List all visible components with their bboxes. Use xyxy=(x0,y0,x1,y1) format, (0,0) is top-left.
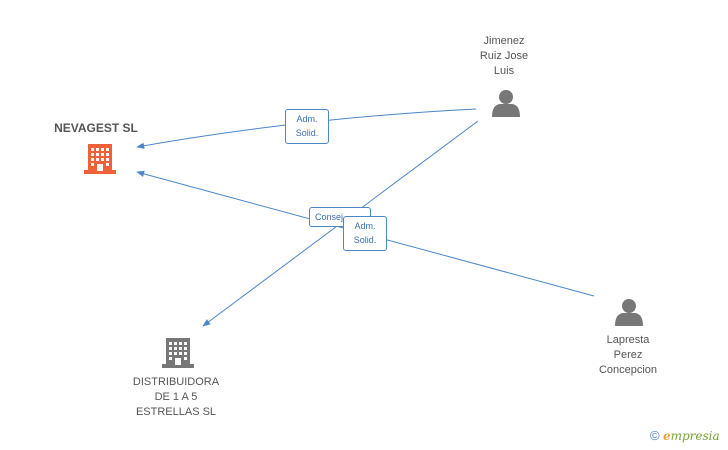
building-icon xyxy=(162,338,194,368)
edge-label-line: Adm. xyxy=(354,221,376,231)
person-name-line: Concepcion xyxy=(598,364,658,376)
person-name-line: Jimenez xyxy=(483,35,525,47)
company-name: NEVAGEST SL xyxy=(54,121,138,135)
edge-label-adm-solid[interactable]: Adm. Solid. xyxy=(343,216,387,251)
edge-label-line: Adm. xyxy=(296,114,318,124)
edge-label-line: Consej. xyxy=(315,212,346,222)
company-name-line: ESTRELLAS SL xyxy=(135,406,217,418)
brand-name: mpresia xyxy=(670,429,720,443)
person-node-lapresta[interactable]: Lapresta Perez Concepcion xyxy=(586,333,670,378)
company-name-line: DE 1 A 5 xyxy=(154,391,198,403)
person-node-jimenez[interactable]: Jimenez Ruiz Jose Luis xyxy=(462,34,546,79)
company-node-nevagest[interactable]: NEVAGEST SL xyxy=(40,121,152,136)
company-node-distribuidora[interactable]: DISTRIBUIDORA DE 1 A 5 ESTRELLAS SL xyxy=(118,375,234,420)
person-name-line: Luis xyxy=(493,65,515,77)
edge-label-adm-solid[interactable]: Adm. Solid. xyxy=(285,109,329,144)
copyright-symbol: © xyxy=(650,428,660,443)
edge-label-line: Solid. xyxy=(353,235,377,245)
brand-logo: © empresia xyxy=(650,428,720,443)
brand-initial: e xyxy=(662,429,671,443)
edge-label-line: Solid. xyxy=(295,128,319,138)
person-name-line: Ruiz Jose xyxy=(479,50,529,62)
person-name-line: Lapresta xyxy=(606,334,650,346)
person-name-line: Perez xyxy=(613,349,643,361)
company-name-line: DISTRIBUIDORA xyxy=(132,376,220,388)
person-icon xyxy=(492,90,520,117)
person-icon xyxy=(615,299,643,326)
building-icon xyxy=(84,144,116,174)
